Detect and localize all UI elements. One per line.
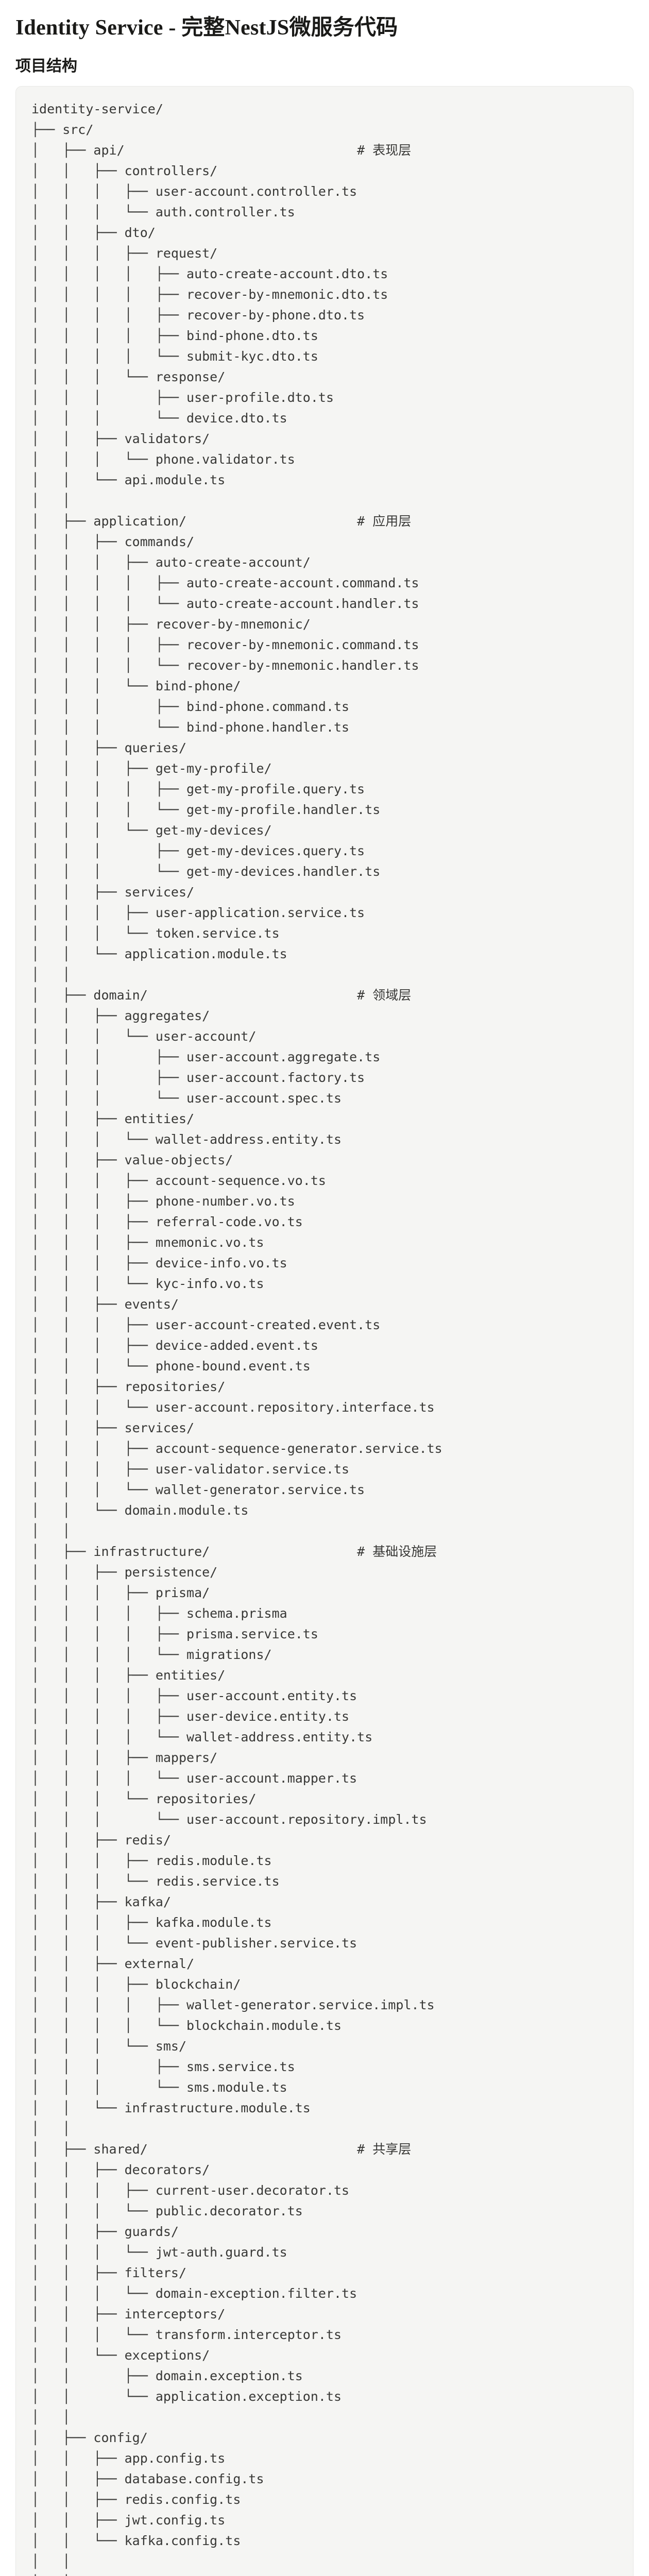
section-heading-project-structure: 项目结构 [15,57,77,75]
page-title: Identity Service - 完整NestJS微服务代码 [15,16,398,40]
file-tree: identity-service/ ├── src/ │ ├── api/ # … [31,101,442,2576]
code-block-project-tree: identity-service/ ├── src/ │ ├── api/ # … [15,86,634,2576]
